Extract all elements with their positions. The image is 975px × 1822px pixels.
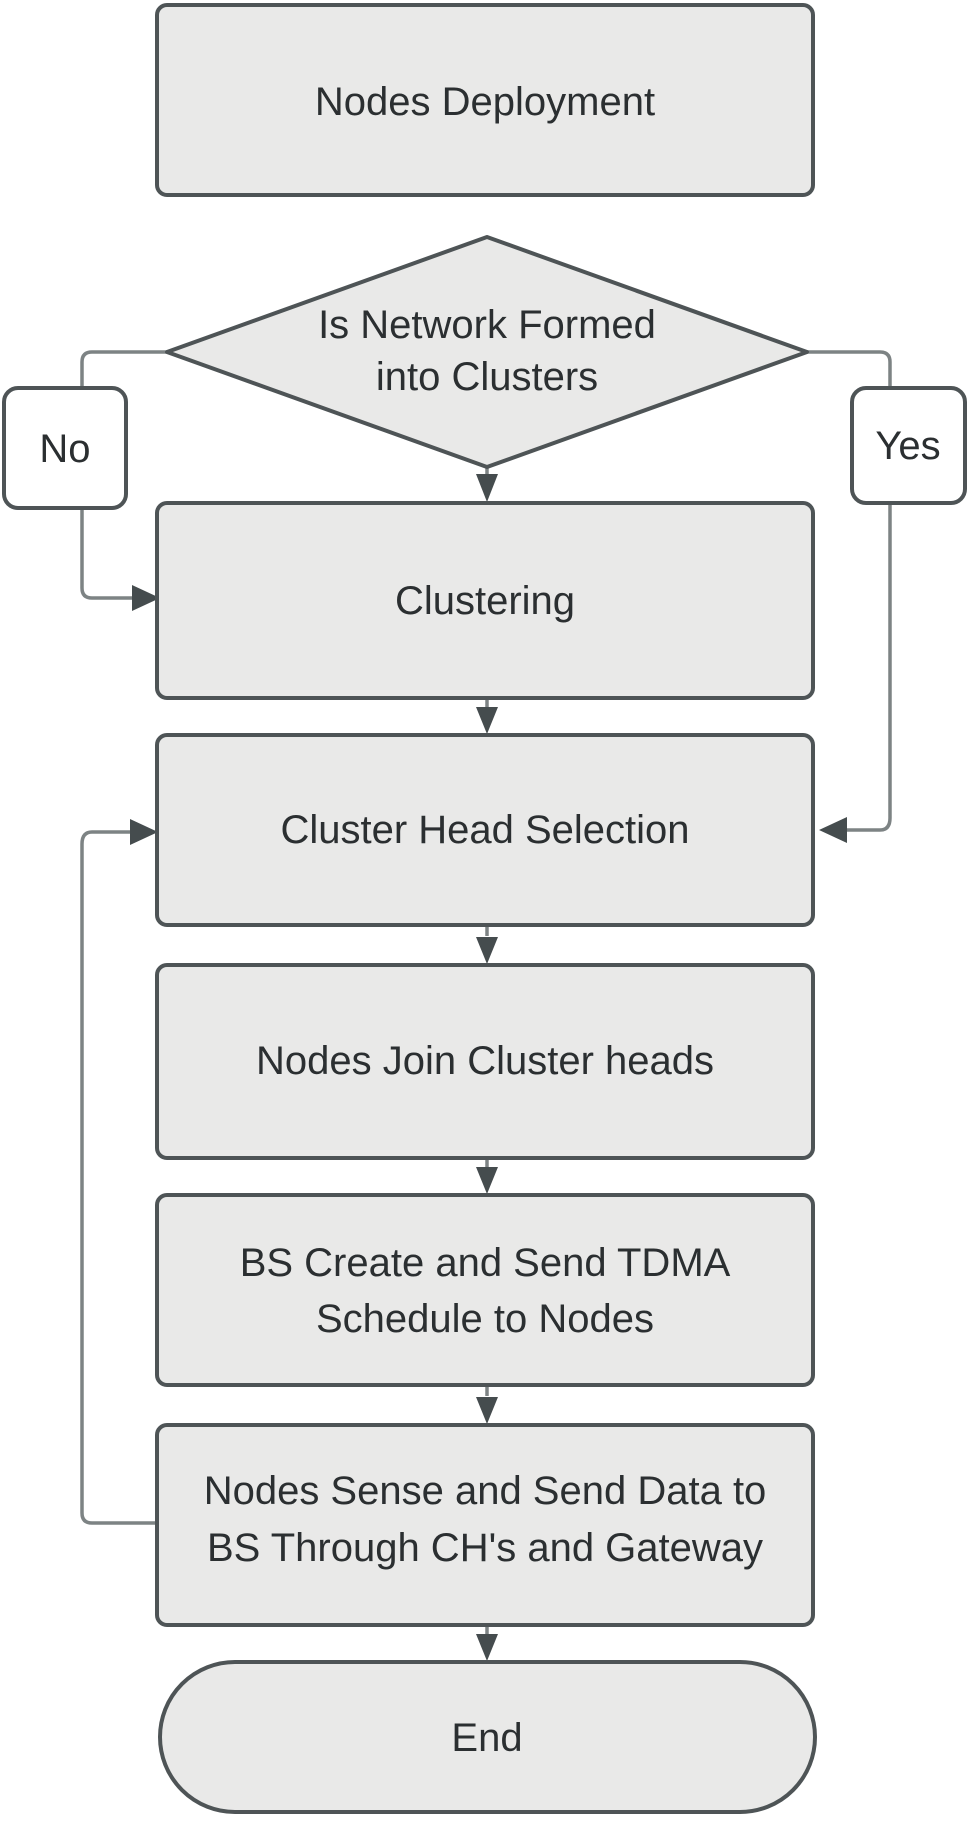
node-nodes-join: Nodes Join Cluster heads	[155, 963, 815, 1160]
decision-to-clustering-arrowhead-icon	[476, 474, 498, 502]
node-decision: Is Network Formed into Clusters	[165, 235, 809, 469]
node-bs-tdma-label-line2: Schedule to Nodes	[316, 1297, 654, 1341]
loopback-connector	[80, 830, 160, 1525]
node-decision-shape	[165, 235, 809, 469]
yes-branch-connector	[807, 350, 892, 832]
node-clustering: Clustering	[155, 501, 815, 700]
branch-label-no-text: No	[39, 427, 90, 471]
yes-branch-arrowhead-icon	[819, 817, 847, 843]
branch-label-yes-shape	[850, 386, 967, 505]
node-decision-label-line1: Is Network Formed	[318, 303, 656, 347]
node-bs-tdma-label-line1: BS Create and Send TDMA	[240, 1241, 731, 1285]
node-nodes-sense-label-line2: BS Through CH's and Gateway	[207, 1526, 763, 1570]
node-nodes-deployment-label: Nodes Deployment	[315, 80, 655, 124]
node-nodes-join-shape	[155, 963, 815, 1160]
node-end-label: End	[451, 1716, 522, 1760]
node-clustering-label: Clustering	[395, 579, 575, 623]
node-clustering-shape	[155, 501, 815, 700]
branch-label-no: No	[2, 386, 128, 510]
clustering-to-chs-arrowhead-icon	[476, 707, 498, 734]
join-to-bs-arrowhead-icon	[476, 1167, 498, 1194]
sense-to-end-arrowhead-icon	[476, 1634, 498, 1661]
node-cluster-head-selection-shape	[155, 733, 815, 927]
node-nodes-sense-shape	[155, 1423, 815, 1627]
loopback-arrowhead-icon	[130, 819, 158, 845]
bs-to-sense-arrowhead-icon	[476, 1397, 498, 1424]
node-nodes-deployment: Nodes Deployment	[155, 3, 815, 197]
branch-label-no-shape	[2, 386, 128, 510]
branch-label-yes-text: Yes	[875, 424, 940, 468]
branch-label-yes: Yes	[850, 386, 967, 505]
node-decision-label-line2: into Clusters	[376, 355, 598, 399]
node-cluster-head-selection-label: Cluster Head Selection	[280, 808, 689, 852]
node-nodes-join-label: Nodes Join Cluster heads	[256, 1039, 714, 1083]
node-nodes-sense-label-line1: Nodes Sense and Send Data to	[204, 1469, 767, 1513]
chs-to-join-arrowhead-icon	[476, 937, 498, 964]
node-nodes-deployment-shape	[155, 3, 815, 197]
node-bs-tdma: BS Create and Send TDMA Schedule to Node…	[155, 1193, 815, 1387]
node-nodes-sense: Nodes Sense and Send Data to BS Through …	[155, 1423, 815, 1627]
node-bs-tdma-shape	[155, 1193, 815, 1387]
no-branch-arrowhead-icon	[132, 585, 160, 611]
node-cluster-head-selection: Cluster Head Selection	[155, 733, 815, 927]
node-end-shape	[158, 1660, 817, 1814]
node-end: End	[158, 1660, 817, 1814]
